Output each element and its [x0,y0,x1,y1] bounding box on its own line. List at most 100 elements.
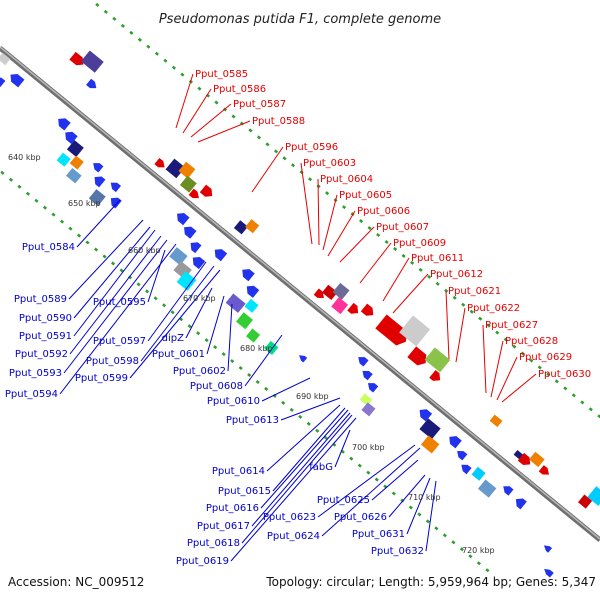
ruler-dot [238,366,243,371]
leader-line [327,210,356,257]
ruler-dot [146,44,151,49]
ruler-dot [571,393,576,398]
ruler-dot [137,37,142,42]
gene-block [419,418,441,440]
ruler-dot [247,372,252,378]
gene-label: Pput_0599 [75,373,128,384]
gene-block [246,328,261,343]
ruler-dot [282,156,287,161]
gene-label: Pput_0618 [187,538,240,549]
leader-line [317,444,416,518]
ruler-dot [418,267,423,272]
kbp-tick-label: 690 kbp [296,392,329,401]
kbp-tick-label: 710 kbp [408,493,441,502]
gene-block [69,155,84,170]
leader-line [73,226,151,319]
gene-block [361,402,376,417]
gene-block [66,140,84,157]
ruler-dot [503,337,508,342]
ruler-dot [68,226,73,231]
leader-line [300,162,313,245]
ruler-dot [180,72,185,77]
gene-arrow [110,182,121,193]
leader-line [68,219,144,300]
ruler-dot [145,289,150,294]
gene-arrow [503,486,514,496]
gene-label: Pput_0595 [93,297,146,308]
gene-label: Pput_0610 [207,396,260,407]
gene-arrow [461,464,472,475]
ruler-dot [196,331,201,336]
gene-block [65,168,82,184]
ruler-dot [384,239,389,245]
ruler-dot [520,351,525,356]
gene-block [477,479,497,498]
kbp-tick-label: 700 kbp [352,443,385,452]
ruler-dot [323,435,328,440]
ruler-dot [554,379,559,384]
ruler-dot [154,51,159,56]
gene-label: Pput_0632 [371,546,424,557]
leader-line [206,295,225,355]
gene-arrow [190,242,202,254]
gene-arrow [313,288,324,298]
ruler-dot [25,191,31,196]
ruler-dot [417,512,422,517]
leader-line [334,429,351,468]
gene-label: Pput_0627 [485,320,538,331]
ruler-dot [281,400,286,405]
leader-line [388,474,426,518]
ruler-dot [59,219,65,224]
gene-block [233,220,248,235]
ruler-dot [265,142,270,147]
ruler-dot [597,414,600,419]
gene-label: Pput_0593 [9,368,62,379]
gene-label: Pput_0631 [352,529,405,540]
leader-line [147,249,166,303]
leader-line [359,242,392,284]
gene-label: Pput_0623 [263,512,316,523]
gene-arrow [543,545,553,553]
ruler-dot [391,491,396,496]
gene-block [0,52,11,66]
leader-line [371,459,419,501]
gene-label: dipZ [162,333,184,344]
gene-block [178,161,196,179]
gene-arrow [214,249,228,262]
leader-line [182,88,212,134]
gene-label: Pput_0584 [22,242,75,253]
leader-line [227,303,233,372]
gene-label: fabG [309,462,333,473]
gene-label: Pput_0626 [334,512,387,523]
ruler-dot [214,100,219,105]
ruler-dot [221,352,226,357]
gene-block [587,486,600,506]
ruler-dot [306,421,311,426]
kbp-tick-label: 680 kbp [240,344,273,353]
ruler-dot [119,268,124,273]
gene-label: Pput_0630 [538,369,591,380]
leader-line [251,412,351,527]
ruler-dot [563,386,568,391]
leader-line [73,229,156,337]
ruler-dot [451,540,456,545]
gene-arrow [360,303,374,316]
ruler-dot [120,23,125,28]
ruler-dot [95,2,100,7]
gene-label: Pput_0590 [19,313,72,324]
gene-label: Pput_0597 [93,336,146,347]
gene-arrow [457,451,468,461]
ruler-dot [153,296,158,301]
gene-block [165,158,186,179]
leader-line [321,447,421,537]
leader-line [266,404,341,472]
gene-label: Pput_0628 [505,336,558,347]
ruler-dot [264,386,269,391]
gene-label: Pput_0625 [317,495,370,506]
leader-line [425,480,437,552]
ruler-dot [213,345,218,350]
gene-arrow [362,370,373,381]
ruler-dot [248,128,253,133]
ruler-dot [485,568,490,573]
gene-arrow [94,176,106,188]
